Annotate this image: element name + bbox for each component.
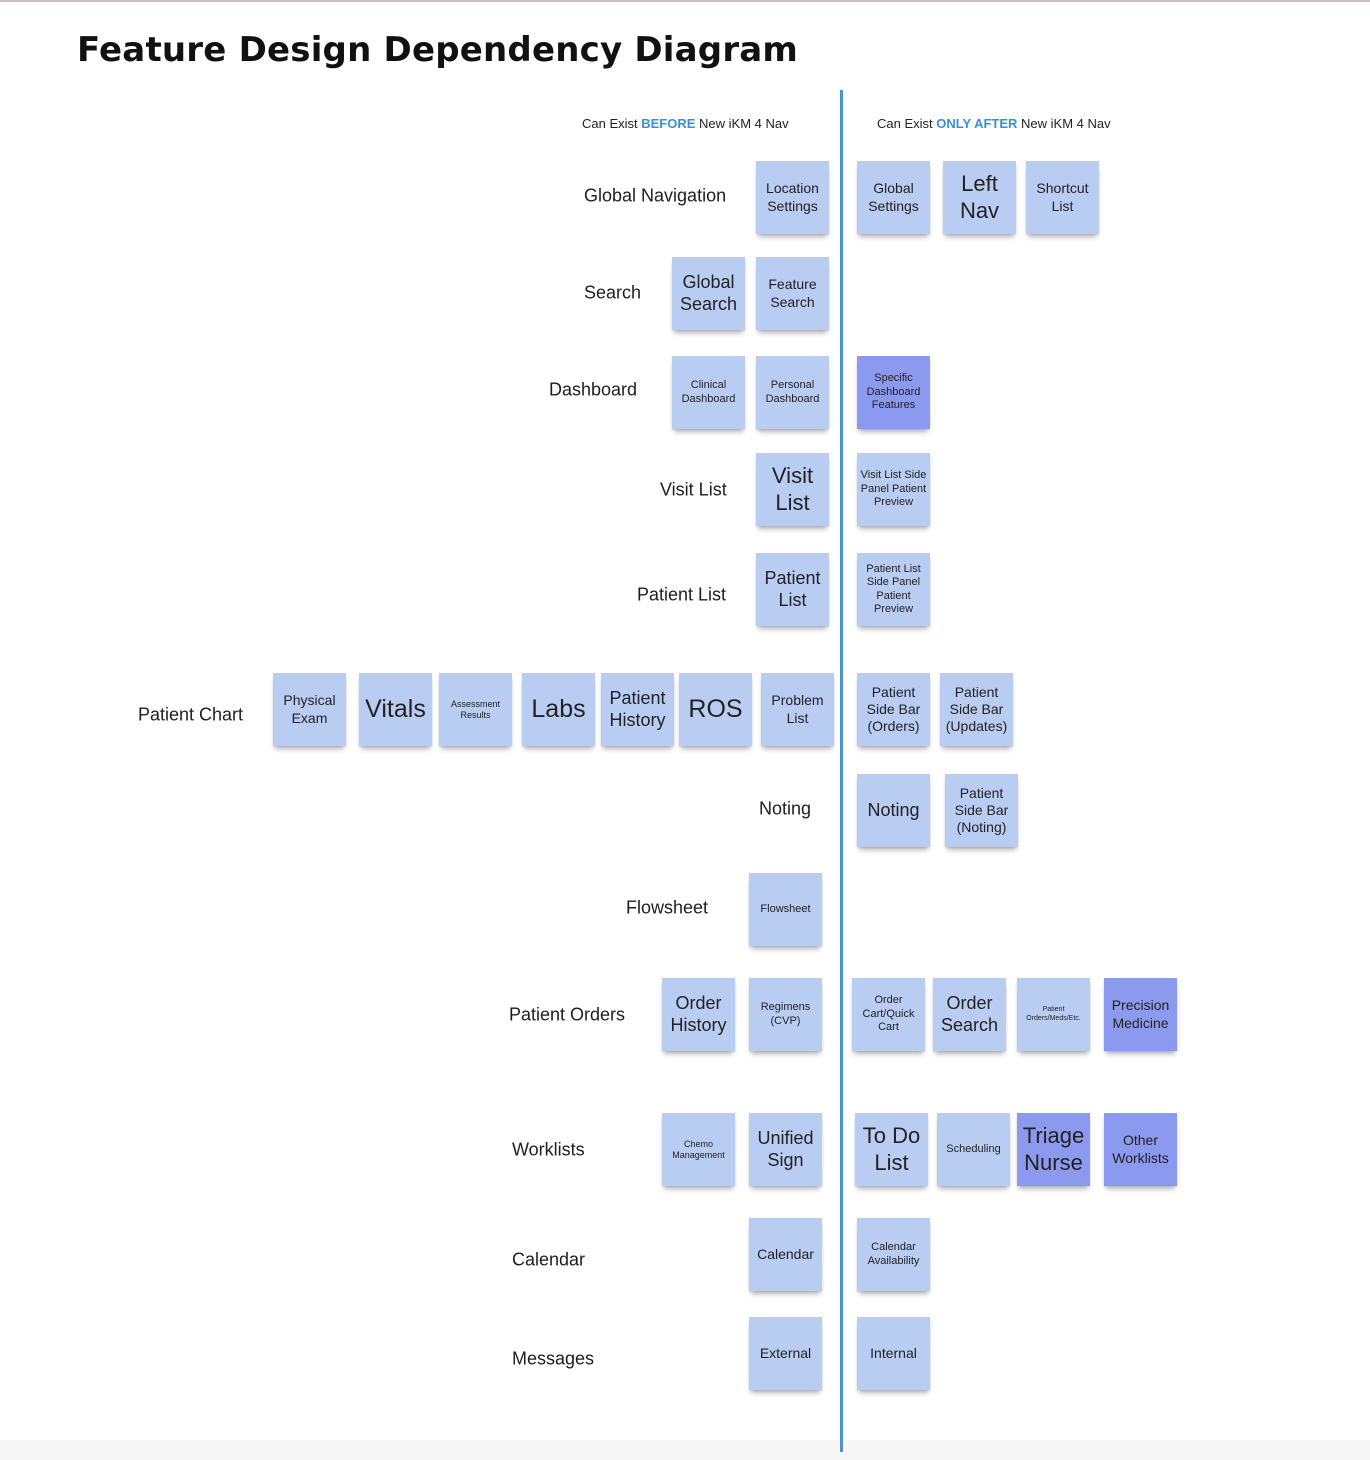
note-chemo-management[interactable]: Chemo Management <box>662 1113 735 1186</box>
note-patient-list[interactable]: Patient List <box>756 553 829 626</box>
column-divider <box>840 90 843 1452</box>
note-internal[interactable]: Internal <box>857 1317 930 1390</box>
note-global-settings[interactable]: Global Settings <box>857 161 930 234</box>
row-label-worklists: Worklists <box>512 1139 585 1160</box>
row-label-noting: Noting <box>759 798 812 819</box>
note-patient-orders-meds-etc[interactable]: Patient Orders/Meds/Etc. <box>1017 978 1090 1051</box>
note-scheduling[interactable]: Scheduling <box>937 1113 1010 1186</box>
note-vitals[interactable]: Vitals <box>359 673 432 746</box>
note-left-nav[interactable]: Left Nav <box>943 161 1016 234</box>
note-order-history[interactable]: Order History <box>662 978 735 1051</box>
note-patient-list-side-panel[interactable]: Patient List Side Panel Patient Preview <box>857 553 930 626</box>
note-clinical-dashboard[interactable]: Clinical Dashboard <box>672 356 745 429</box>
row-label-visit-list: Visit List <box>660 479 727 500</box>
row-label-patient-list: Patient List <box>637 584 727 605</box>
note-external[interactable]: External <box>749 1317 822 1390</box>
bottom-band <box>0 1440 1370 1460</box>
note-patient-side-bar-noting[interactable]: Patient Side Bar (Noting) <box>945 774 1018 847</box>
note-patient-side-bar-updates[interactable]: Patient Side Bar (Updates) <box>940 673 1013 746</box>
row-label-messages: Messages <box>512 1348 595 1369</box>
note-regimens-cvp[interactable]: Regimens (CVP) <box>749 978 822 1051</box>
note-location-settings[interactable]: Location Settings <box>756 161 829 234</box>
note-precision-medicine[interactable]: Precision Medicine <box>1104 978 1177 1051</box>
note-personal-dashboard[interactable]: Personal Dashboard <box>756 356 829 429</box>
note-calendar-availability[interactable]: Calendar Availability <box>857 1218 930 1291</box>
note-patient-history[interactable]: Patient History <box>601 673 674 746</box>
note-patient-side-bar-orders[interactable]: Patient Side Bar (Orders) <box>857 673 930 746</box>
row-label-flowsheet: Flowsheet <box>626 897 709 918</box>
column-header-before: Can Exist BEFORE New iKM 4 Nav <box>582 116 789 131</box>
row-label-patient-orders: Patient Orders <box>509 1004 626 1025</box>
note-calendar[interactable]: Calendar <box>749 1218 822 1291</box>
note-feature-search[interactable]: Feature Search <box>756 257 829 330</box>
row-label-calendar: Calendar <box>512 1249 586 1270</box>
note-other-worklists[interactable]: Other Worklists <box>1104 1113 1177 1186</box>
note-global-search[interactable]: Global Search <box>672 257 745 330</box>
note-labs[interactable]: Labs <box>522 673 595 746</box>
note-specific-dashboard-features[interactable]: Specific Dashboard Features <box>857 356 930 429</box>
note-to-do-list[interactable]: To Do List <box>855 1113 928 1186</box>
note-unified-sign[interactable]: Unified Sign <box>749 1113 822 1186</box>
note-physical-exam[interactable]: Physical Exam <box>273 673 346 746</box>
note-flowsheet[interactable]: Flowsheet <box>749 873 822 946</box>
row-label-dashboard: Dashboard <box>549 379 638 400</box>
note-visit-list-side-panel[interactable]: Visit List Side Panel Patient Preview <box>857 453 930 526</box>
note-order-cart-quick-cart[interactable]: Order Cart/Quick Cart <box>852 978 925 1051</box>
row-label-search: Search <box>584 282 642 303</box>
note-noting[interactable]: Noting <box>857 774 930 847</box>
note-order-search[interactable]: Order Search <box>933 978 1006 1051</box>
column-header-after: Can Exist ONLY AFTER New iKM 4 Nav <box>877 116 1111 131</box>
top-rule <box>0 0 1370 2</box>
row-label-patient-chart: Patient Chart <box>138 704 244 725</box>
note-problem-list[interactable]: Problem List <box>761 673 834 746</box>
note-assessment-results[interactable]: Assessment Results <box>439 673 512 746</box>
note-ros[interactable]: ROS <box>679 673 752 746</box>
row-label-global-navigation: Global Navigation <box>584 185 727 206</box>
page-title: Feature Design Dependency Diagram <box>77 30 799 70</box>
note-visit-list[interactable]: Visit List <box>756 453 829 526</box>
note-shortcut-list[interactable]: Shortcut List <box>1026 161 1099 234</box>
note-triage-nurse[interactable]: Triage Nurse <box>1017 1113 1090 1186</box>
